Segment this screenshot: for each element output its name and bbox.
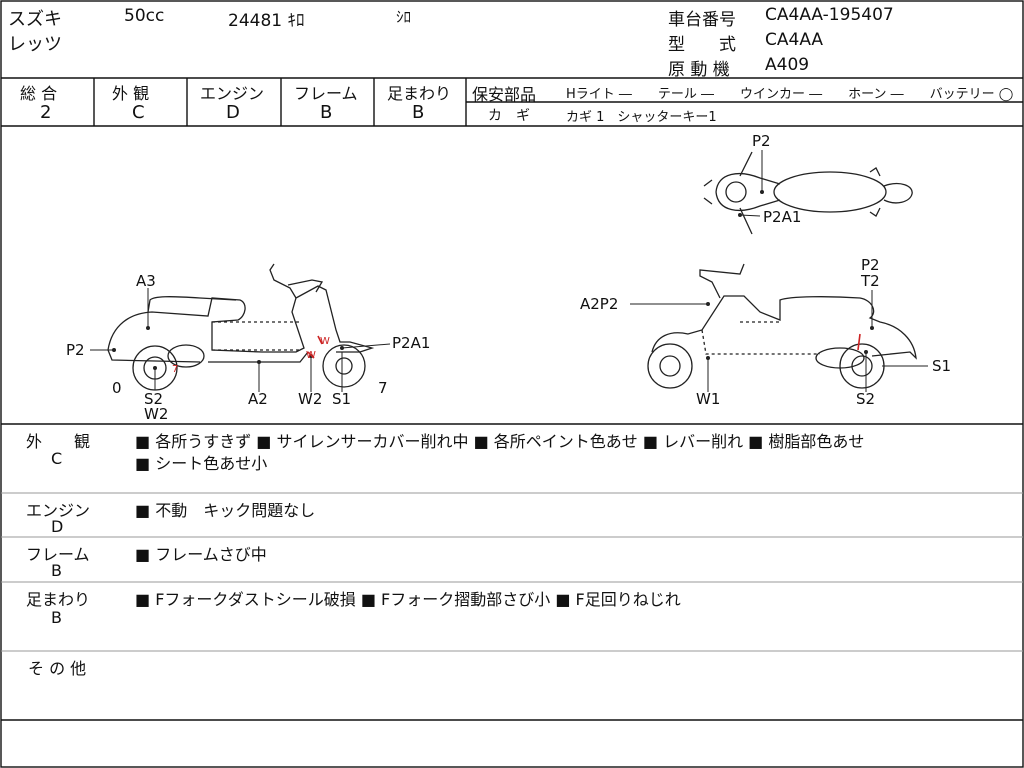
label-right-s2: S2: [856, 390, 875, 408]
key-label: カ ギ: [488, 108, 530, 124]
red-mark-w-lower: W: [306, 350, 316, 361]
label-left-w2: W2: [298, 390, 322, 408]
remark-frame-line: ■ フレームさび中: [135, 545, 267, 564]
label-left-a3: A3: [136, 272, 156, 290]
damage-marks: [307, 333, 861, 359]
chassis-value: CA4AA-195407: [765, 5, 894, 25]
type-label: 型 式: [668, 35, 736, 55]
damage-diagram: A3 P2 P2A1 0 7 S2 W2 A2 W2 S1 A2P2 P2 T2…: [66, 132, 951, 423]
label-right-t2: T2: [860, 272, 880, 290]
remark-suspension-title: 足まわり: [26, 590, 91, 609]
safety-title: 保安部品: [472, 85, 537, 104]
model-name: レッツ: [8, 34, 62, 55]
remark-exterior-line2: ■ シート色あせ小: [135, 454, 268, 473]
label-left-w2-under: W2: [144, 405, 168, 423]
label-right-a2p2: A2P2: [580, 295, 618, 313]
frame-grade-value: B: [320, 102, 333, 123]
safety-items: Hライト ― テール ― ウインカー ― ホーン ― バッテリー ◯: [566, 87, 1014, 102]
remark-engine-title: エンジン: [26, 501, 91, 520]
label-left-s2: S2: [144, 390, 163, 408]
label-right-w1: W1: [696, 390, 720, 408]
remark-engine-line: ■ 不動 キック問題なし: [135, 501, 316, 520]
remark-frame-grade: B: [51, 561, 62, 580]
label-right-p2: P2: [861, 256, 880, 274]
remark-exterior-grade: C: [51, 449, 63, 468]
exterior-grade-value: C: [132, 102, 145, 123]
overall-grade-value: 2: [40, 102, 52, 123]
remark-frame-title: フレーム: [26, 545, 90, 564]
suspension-grade-label: 足まわり: [387, 84, 452, 103]
exterior-grade-label: 外 観: [112, 84, 150, 103]
mileage: 24481 ｷﾛ: [228, 11, 305, 31]
label-left-s1: S1: [332, 390, 351, 408]
frame-grade-label: フレーム: [294, 84, 358, 103]
label-right-s1: S1: [932, 357, 951, 375]
scooter-top-view: [703, 151, 913, 235]
displacement: 50cc: [124, 6, 165, 26]
key-value: カギ 1 シャッターキー1: [566, 110, 717, 125]
remark-suspension-grade: B: [51, 608, 62, 627]
remark-exterior-title: 外 観: [26, 432, 91, 451]
color: ｼﾛ: [396, 8, 412, 26]
label-left-seven: 7: [378, 379, 388, 397]
engine-grade-label: エンジン: [200, 84, 265, 103]
label-left-a2: A2: [248, 390, 268, 408]
suspension-grade-value: B: [412, 102, 425, 123]
engine-model-value: A409: [765, 55, 810, 75]
remark-exterior-line1: ■ 各所うすきず ■ サイレンサーカバー削れ中 ■ 各所ペイント色あせ ■ レバ…: [135, 432, 865, 451]
red-mark-seven: 7: [172, 364, 178, 375]
remark-engine-grade: D: [51, 517, 64, 536]
chassis-label: 車台番号: [668, 10, 736, 30]
label-left-zero: 0: [112, 379, 122, 397]
scooter-right-side: [647, 263, 917, 389]
overall-grade-label: 総 合: [20, 84, 58, 103]
label-left-p2a1: P2A1: [392, 334, 430, 352]
red-mark-w-upper: W: [320, 336, 330, 347]
maker-name: スズキ: [8, 9, 62, 30]
remark-other-title: そ の 他: [28, 659, 87, 678]
type-value: CA4AA: [765, 30, 824, 50]
engine-model-label: 原 動 機: [668, 60, 730, 80]
label-top-p2: P2: [752, 132, 771, 150]
label-top-p2a1: P2A1: [763, 208, 801, 226]
remark-suspension-line: ■ Fフォークダストシール破損 ■ Fフォーク摺動部さび小 ■ F足回りねじれ: [135, 590, 681, 609]
label-left-p2: P2: [66, 341, 85, 359]
engine-grade-value: D: [226, 102, 240, 123]
